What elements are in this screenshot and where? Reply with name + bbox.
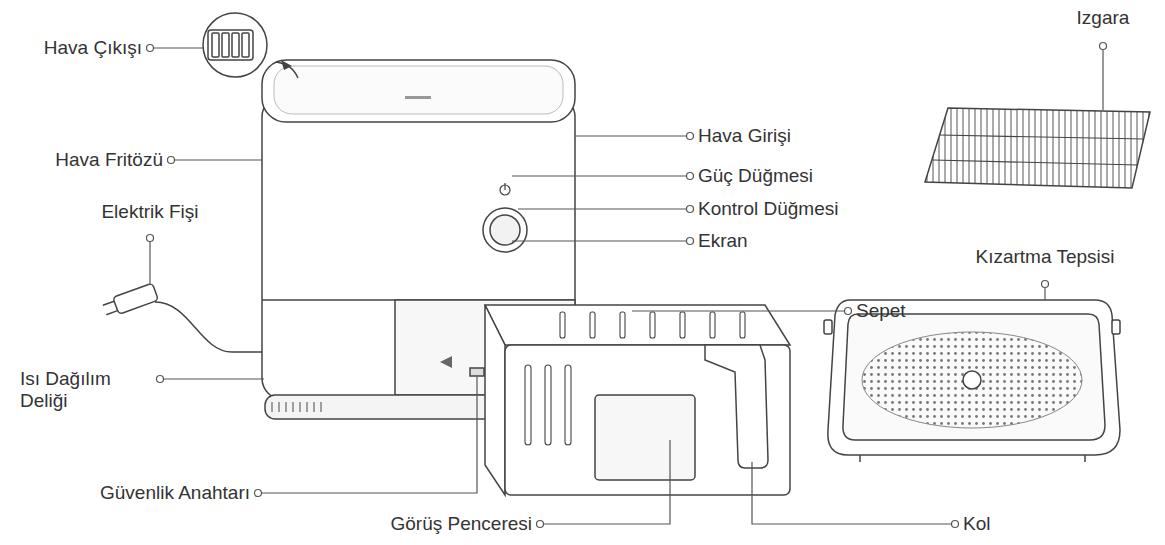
part-label: Kızartma Tepsisi: [975, 246, 1114, 268]
basket: [485, 305, 790, 495]
leader-dots: [147, 43, 1107, 528]
frying-tray: [824, 300, 1120, 462]
leader-lines: [150, 48, 1103, 524]
part-label: Kol: [963, 513, 990, 535]
air-outlet-inset: [203, 13, 298, 78]
part-label: Güvenlik Anahtarı: [100, 482, 250, 504]
part-label: Hava Fritözü: [55, 149, 163, 171]
power-plug: [102, 283, 262, 352]
part-label: Sepet: [856, 300, 906, 322]
part-label: Ekran: [698, 230, 748, 252]
part-label: Hava Girişi: [698, 125, 791, 147]
grill-rack: [925, 108, 1150, 188]
part-label: Izgara: [1077, 7, 1130, 29]
part-label: Güç Düğmesi: [698, 165, 813, 187]
part-label: Elektrik Fişi: [101, 201, 198, 223]
part-label: Görüş Penceresi: [390, 513, 532, 535]
part-label: Isı Dağılım Deliği: [20, 368, 140, 412]
part-label: Kontrol Düğmesi: [698, 198, 838, 220]
part-label: Hava Çıkışı: [44, 37, 142, 59]
